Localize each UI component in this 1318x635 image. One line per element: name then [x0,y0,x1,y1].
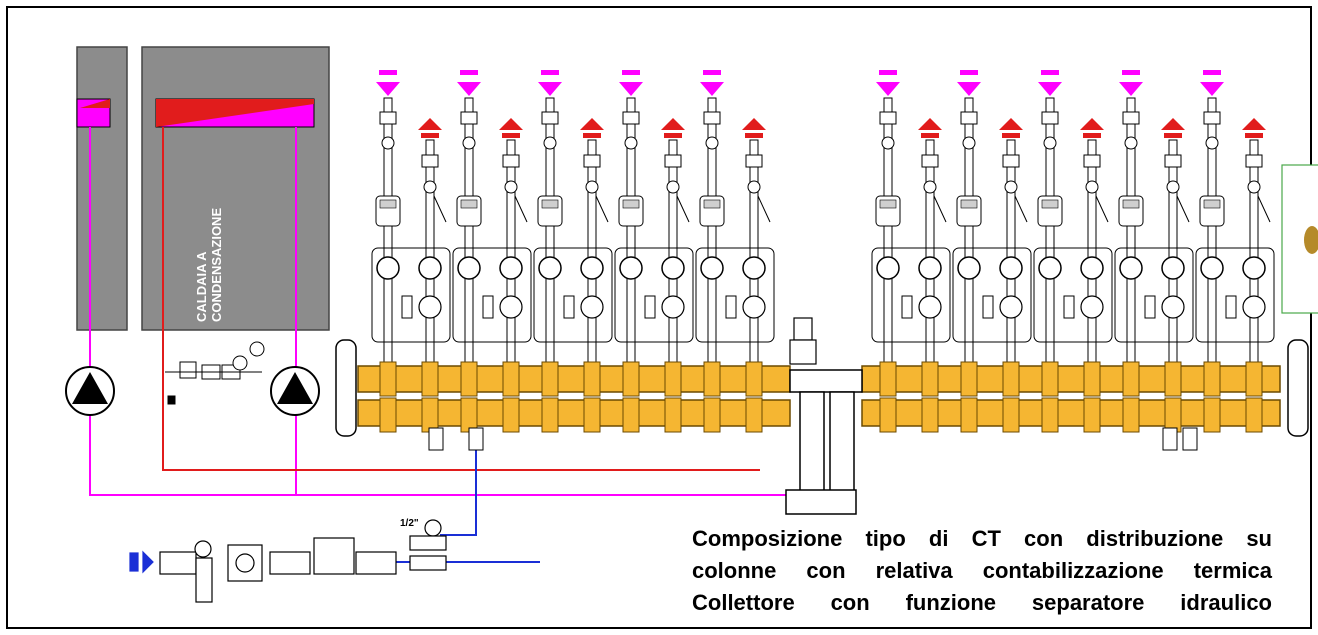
pump-right [270,366,320,416]
caption-line-1: Composizione tipo di CT con distribuzion… [692,526,1272,551]
boiler-condensing [141,46,330,331]
column-group [871,70,951,433]
column-group [371,70,451,433]
column-group [1114,70,1194,433]
boiler-left [76,46,128,331]
boiler-label-line2: CONDENSAZIONE [209,208,224,322]
pump-left [65,366,115,416]
column-group [1033,70,1113,433]
column-group [695,70,775,433]
frame-border [6,6,1312,629]
riser-columns [371,70,1275,451]
column-group [614,70,694,433]
drain-valve [1182,427,1198,451]
column-group [952,70,1032,433]
safety-group [165,341,265,405]
caption-line-3: Collettore con funzione separatore idrau… [692,590,1272,615]
boiler-label-line1: CALDAIA A [194,251,209,322]
fitting-size-label: 1/2" [400,518,419,529]
drain-valve [428,427,444,451]
heat-meter-panel-partial [1281,164,1318,314]
drain-valve [1162,427,1178,451]
collector-end-caps [335,339,1309,515]
separator-vent-valve [789,317,817,365]
drain-valve [468,427,484,451]
diagram-caption: Composizione tipo di CT con distribuzion… [692,523,1272,619]
caption-line-2: colonne con relativa contabilizzazione t… [692,558,1272,583]
pipes [89,127,790,563]
filling-group [129,519,447,603]
column-group [533,70,613,433]
column-group [452,70,532,433]
column-group [1195,70,1275,433]
